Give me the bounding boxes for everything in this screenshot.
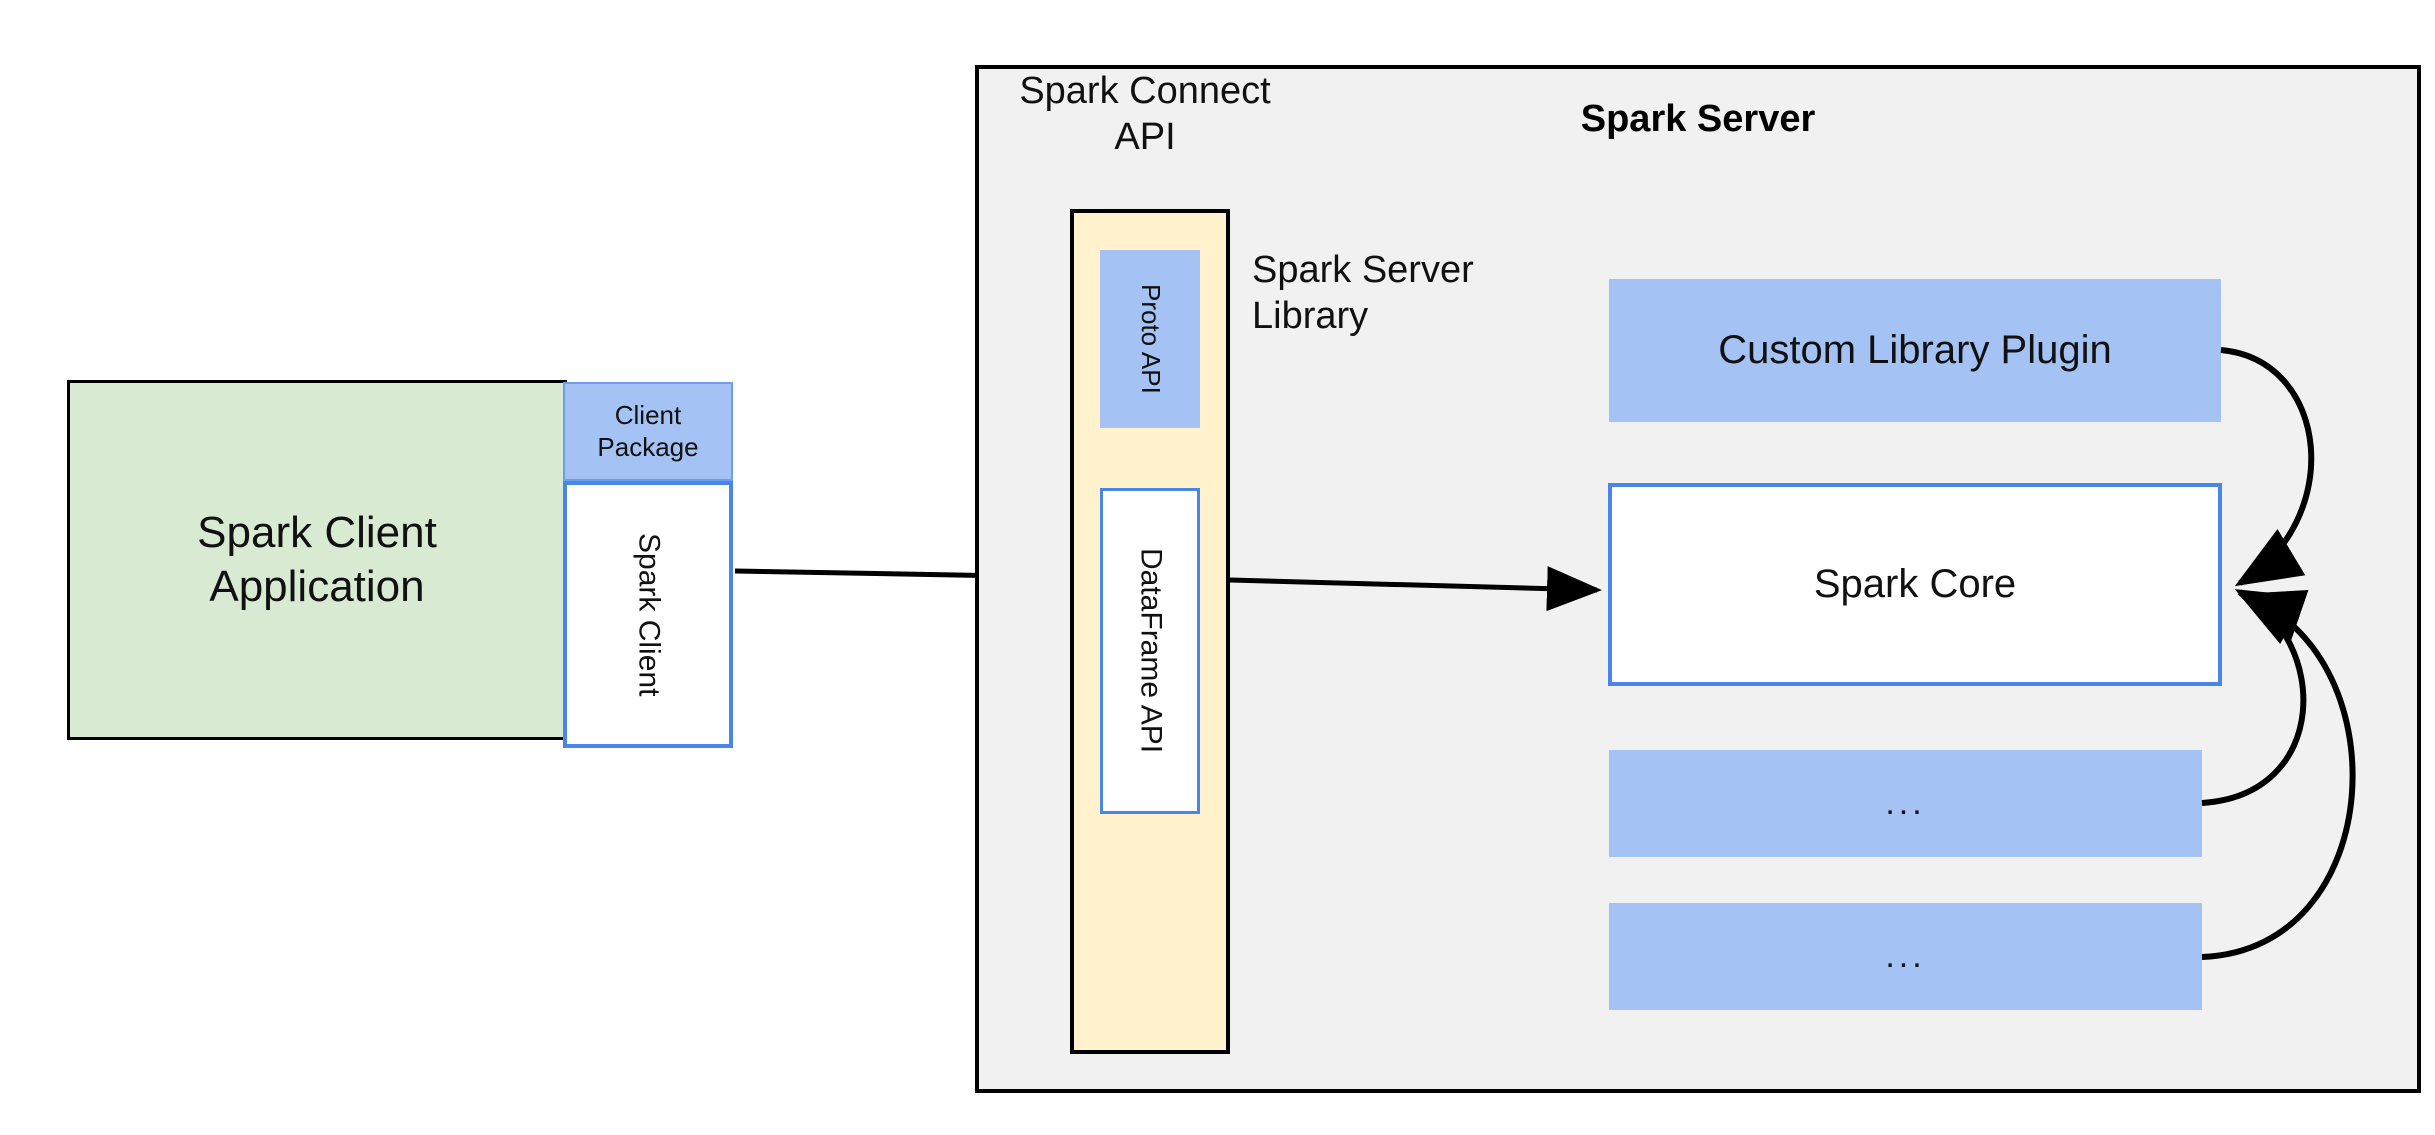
- spark-server-library-label: Spark Server Library: [1252, 247, 1582, 340]
- spark-connect-api-label: Spark Connect API: [1000, 68, 1290, 161]
- client-package-line-2: Package: [597, 431, 699, 462]
- client-package-label: Client Package: [597, 400, 698, 463]
- proto-api-box[interactable]: Proto API: [1100, 250, 1200, 428]
- ellipsis-label-2: ...: [1885, 936, 1926, 975]
- server-library-line-1: Spark Server: [1252, 249, 1474, 291]
- ellipsis-label-1: ...: [1885, 783, 1926, 822]
- spark-client-application-label: Spark Client Application: [197, 506, 437, 613]
- custom-library-plugin-label: Custom Library Plugin: [1718, 328, 2112, 373]
- spark-client-label: Spark Client: [632, 532, 666, 697]
- client-package-line-1: Client: [614, 399, 682, 430]
- ellipsis-box-2[interactable]: ...: [1609, 903, 2202, 1010]
- spark-server-title: Spark Server: [1580, 98, 1816, 140]
- client-package-box[interactable]: Client Package: [563, 382, 733, 481]
- server-library-line-2: Library: [1252, 295, 1369, 338]
- spark-core-box[interactable]: Spark Core: [1608, 483, 2222, 686]
- client-app-line-2: Application: [209, 562, 425, 611]
- proto-api-label: Proto API: [1135, 284, 1166, 394]
- connect-api-line-1: Spark Connect: [1019, 70, 1271, 112]
- client-app-line-1: Spark Client: [197, 508, 437, 558]
- connect-api-line-2: API: [1114, 116, 1176, 159]
- dataframe-api-label: DataFrame API: [1134, 548, 1168, 754]
- custom-library-plugin-box[interactable]: Custom Library Plugin: [1609, 279, 2221, 422]
- spark-client-box[interactable]: Spark Client: [563, 481, 733, 748]
- spark-core-label: Spark Core: [1813, 562, 2017, 607]
- spark-client-application-box[interactable]: Spark Client Application: [67, 380, 567, 740]
- ellipsis-box-1[interactable]: ...: [1609, 750, 2202, 857]
- dataframe-api-box[interactable]: DataFrame API: [1100, 488, 1200, 814]
